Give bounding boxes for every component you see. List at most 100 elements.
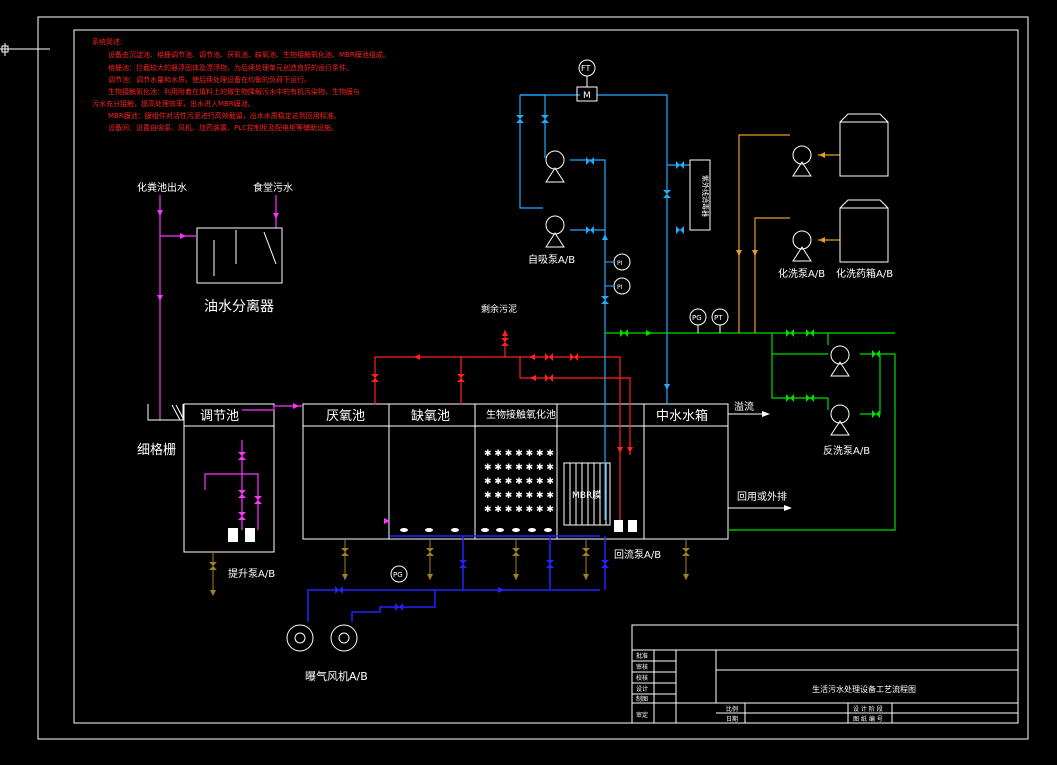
svg-text:调节池：调节水量和水质，使后续处理设备在均衡的负荷下运行。: 调节池：调节水量和水质，使后续处理设备在均衡的负荷下运行。	[108, 75, 311, 84]
aeration-air-pipes	[307, 535, 606, 622]
title-block-text: 批准 审核 校核 设计 制图 审定 比例 日期 设 计 阶 段 图 纸 编 号	[636, 652, 883, 723]
flow-arrow-icon	[762, 411, 770, 417]
svg-text:生物接触氧化池：利用附着在填料上的微生物降解污水中的有机污染: 生物接触氧化池：利用附着在填料上的微生物降解污水中的有机污染物，生物膜与	[108, 87, 360, 96]
equalization-tank-label: 调节池	[200, 409, 239, 424]
svg-text:日期: 日期	[726, 715, 738, 723]
svg-text:✱ ✱ ✱ ✱ ✱ ✱ ✱: ✱ ✱ ✱ ✱ ✱ ✱ ✱	[484, 505, 554, 515]
self-priming-pump-label: 自吸泵A/B	[528, 253, 575, 266]
svg-text:设计: 设计	[636, 685, 648, 693]
svg-text:设 计 阶 段: 设 计 阶 段	[853, 705, 883, 713]
backwash-valves	[620, 329, 880, 418]
svg-text:比例: 比例	[726, 705, 738, 713]
diffuser-icon	[400, 528, 552, 532]
oil-separator	[196, 227, 283, 284]
flow-arrow-icon	[157, 295, 163, 301]
svg-text:PI: PI	[617, 284, 623, 291]
screen-channel-label: 细格栅	[137, 442, 176, 458]
drain-valves	[209, 548, 690, 596]
pressure-gauge-air: PG	[390, 565, 408, 583]
mbr-membrane-label: MBR膜	[572, 490, 601, 501]
title-block	[631, 624, 1019, 724]
anoxic-tank-label: 缺氧池	[411, 409, 450, 424]
svg-text:批准: 批准	[636, 652, 648, 660]
svg-text:图 纸 编 号: 图 纸 编 号	[853, 715, 883, 723]
svg-text:✱ ✱ ✱ ✱ ✱ ✱ ✱: ✱ ✱ ✱ ✱ ✱ ✱ ✱	[484, 449, 554, 459]
svg-text:✱ ✱ ✱ ✱ ✱ ✱ ✱: ✱ ✱ ✱ ✱ ✱ ✱ ✱	[484, 491, 554, 501]
inner-frame	[73, 29, 1019, 724]
overflow-label: 溢流	[734, 400, 754, 413]
bio-media: ✱ ✱ ✱ ✱ ✱ ✱ ✱ ✱ ✱ ✱ ✱ ✱ ✱ ✱ ✱ ✱ ✱ ✱ ✱ ✱ …	[484, 449, 554, 515]
chemical-pump-icon	[792, 145, 812, 262]
uv-disinfector: 紫外线消毒器	[689, 159, 711, 231]
excess-sludge-label: 剩余污泥	[481, 303, 517, 315]
svg-text:紫外线消毒器: 紫外线消毒器	[701, 175, 710, 217]
flow-arrow-icon	[293, 403, 299, 409]
svg-text:校核: 校核	[636, 674, 648, 682]
svg-text:FT: FT	[581, 64, 590, 73]
lift-pump-label: 提升泵A/B	[228, 568, 275, 580]
outlet-lines	[728, 413, 790, 509]
chemical-tank-icon	[839, 113, 889, 263]
sludge-valves	[371, 330, 633, 453]
permeate-pipes	[519, 94, 690, 520]
self-priming-pump-icon	[545, 150, 565, 248]
reuse-discharge-label: 回用或外排	[737, 490, 787, 503]
gauges-backwash: PG PT	[689, 308, 729, 333]
screen-channel	[147, 404, 185, 421]
flow-arrow-icon	[384, 518, 390, 524]
backwash-pump-label: 反洗泵A/B	[823, 445, 870, 457]
lift-pump-icon	[228, 528, 255, 542]
oil-separator-label: 油水分离器	[204, 298, 274, 315]
design-notes: 系统简述： 设备由沉淀池、格栅调节池、调节池、厌氧池、缺氧池、生物接触氧化池、M…	[92, 37, 390, 132]
svg-text:✱ ✱ ✱ ✱ ✱ ✱ ✱: ✱ ✱ ✱ ✱ ✱ ✱ ✱	[484, 463, 554, 473]
equalization-tank	[183, 403, 275, 553]
svg-text:PI: PI	[617, 260, 623, 267]
blower-label: 曝气风机A/B	[305, 669, 368, 683]
blower-icon	[286, 624, 358, 652]
reflux-pump-icon	[614, 520, 637, 532]
svg-text:制图: 制图	[636, 695, 648, 703]
fecal-inlet-label: 化粪池出水	[137, 181, 187, 194]
svg-text:设备由沉淀池、格栅调节池、调节池、厌氧池、缺氧池、生物接触氧: 设备由沉淀池、格栅调节池、调节池、厌氧池、缺氧池、生物接触氧化池、MBR膜池组成…	[108, 50, 390, 59]
flow-arrow-icon	[157, 210, 163, 216]
canteen-inlet-label: 食堂污水	[253, 181, 293, 194]
bio-contact-tank-label: 生物接触氧化池	[486, 408, 556, 421]
cursor-crosshair-icon	[0, 43, 50, 56]
lift-pump-valves	[238, 452, 262, 520]
tank-drain-lines	[212, 539, 687, 595]
chemical-pipes	[738, 134, 840, 333]
flow-meter: M FT	[576, 59, 598, 102]
anaerobic-tank-label: 厌氧池	[326, 409, 365, 424]
gauges-permeate: PI PI	[605, 253, 631, 295]
svg-text:PG: PG	[393, 571, 403, 579]
svg-text:设备间：设置自吸泵、风机、加药装置、PLC控制柜及配电柜等辅: 设备间：设置自吸泵、风机、加药装置、PLC控制柜及配电柜等辅助设施。	[108, 123, 338, 132]
air-valves	[335, 560, 609, 611]
svg-text:审核: 审核	[636, 663, 648, 671]
mbr-membrane-module	[563, 462, 611, 526]
reclaimed-tank-label: 中水水箱	[656, 408, 708, 424]
svg-text:系统简述：: 系统简述：	[92, 37, 127, 46]
inlet-pipes	[159, 195, 277, 420]
chemical-arrows	[736, 152, 825, 256]
svg-text:M: M	[583, 91, 591, 101]
backwash-pump-icon	[830, 345, 850, 436]
svg-text:PG: PG	[692, 314, 702, 322]
flow-arrow-icon	[180, 233, 186, 239]
flow-arrow-icon	[273, 213, 279, 219]
chemical-pump-label: 化洗泵A/B	[778, 267, 825, 280]
svg-text:污水充分接触，提高处理效率，出水进入MBR膜池。: 污水充分接触，提高处理效率，出水进入MBR膜池。	[92, 99, 255, 108]
svg-text:审定: 审定	[636, 711, 648, 719]
svg-text:PT: PT	[714, 314, 723, 322]
chemical-tank-label: 化洗药箱A/B	[836, 267, 893, 280]
reflux-pump-label: 回流泵A/B	[614, 548, 661, 561]
main-bio-tank	[302, 403, 729, 540]
permeate-valves	[516, 115, 684, 390]
drawing-title: 生活污水处理设备工艺流程图	[812, 684, 916, 694]
svg-text:✱ ✱ ✱ ✱ ✱ ✱ ✱: ✱ ✱ ✱ ✱ ✱ ✱ ✱	[484, 477, 554, 487]
svg-text:MBR膜池：膜组件对活性污泥进行高效截留，出水水质稳定达到回: MBR膜池：膜组件对活性污泥进行高效截留，出水水质稳定达到回用标准。	[108, 111, 341, 120]
outer-frame	[37, 16, 1029, 740]
svg-text:格栅池：拦截较大的悬浮固体及漂浮物，为后续处理单元创造良好的: 格栅池：拦截较大的悬浮固体及漂浮物，为后续处理单元创造良好的运行条件。	[108, 63, 353, 72]
flow-arrow-icon	[784, 505, 792, 511]
